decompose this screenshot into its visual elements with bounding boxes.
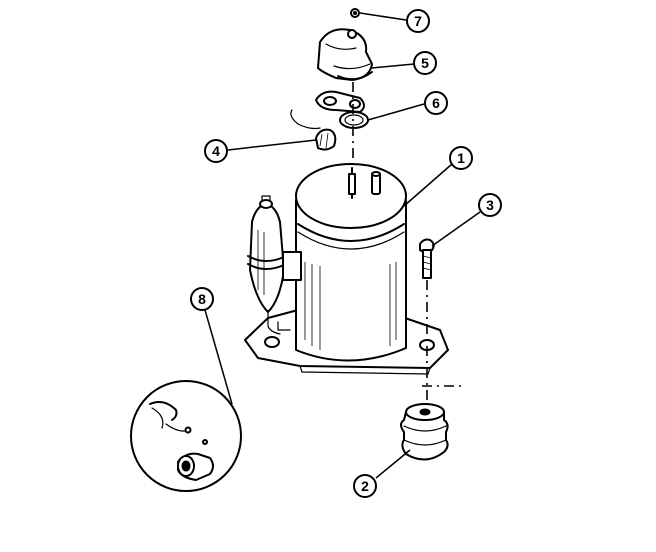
callout-5: 5 bbox=[413, 51, 437, 75]
callout-8: 8 bbox=[190, 287, 214, 311]
bolt-part-3 bbox=[419, 238, 435, 279]
leader-5 bbox=[371, 63, 415, 69]
callout-8-label: 8 bbox=[198, 291, 206, 307]
callout-4: 4 bbox=[204, 139, 228, 163]
callout-3: 3 bbox=[478, 193, 502, 217]
callout-1: 1 bbox=[449, 146, 473, 170]
leader-6 bbox=[367, 103, 425, 121]
detail-inset-part-8 bbox=[130, 380, 242, 492]
leader-4 bbox=[227, 139, 317, 151]
terminal-cover-part-5 bbox=[317, 28, 373, 81]
callout-2-label: 2 bbox=[361, 478, 369, 494]
compressor-shell bbox=[295, 163, 407, 362]
callout-4-label: 4 bbox=[212, 143, 220, 159]
accumulator bbox=[247, 195, 302, 335]
leader-2 bbox=[375, 449, 411, 479]
callout-7: 7 bbox=[406, 9, 430, 33]
callout-1-label: 1 bbox=[457, 150, 465, 166]
callout-5-label: 5 bbox=[421, 55, 429, 71]
callout-2: 2 bbox=[353, 474, 377, 498]
callout-7-label: 7 bbox=[414, 13, 422, 29]
grommet-part-2 bbox=[400, 403, 449, 461]
overload-protector-part-4 bbox=[290, 109, 337, 151]
callout-6-label: 6 bbox=[432, 95, 440, 111]
leader-8 bbox=[204, 309, 233, 405]
leader-1 bbox=[403, 163, 453, 207]
nut-part-7 bbox=[350, 8, 360, 18]
leader-3 bbox=[431, 211, 481, 247]
gasket-part-6 bbox=[315, 90, 369, 129]
callout-3-label: 3 bbox=[486, 197, 494, 213]
leader-7 bbox=[359, 12, 407, 21]
callout-6: 6 bbox=[424, 91, 448, 115]
